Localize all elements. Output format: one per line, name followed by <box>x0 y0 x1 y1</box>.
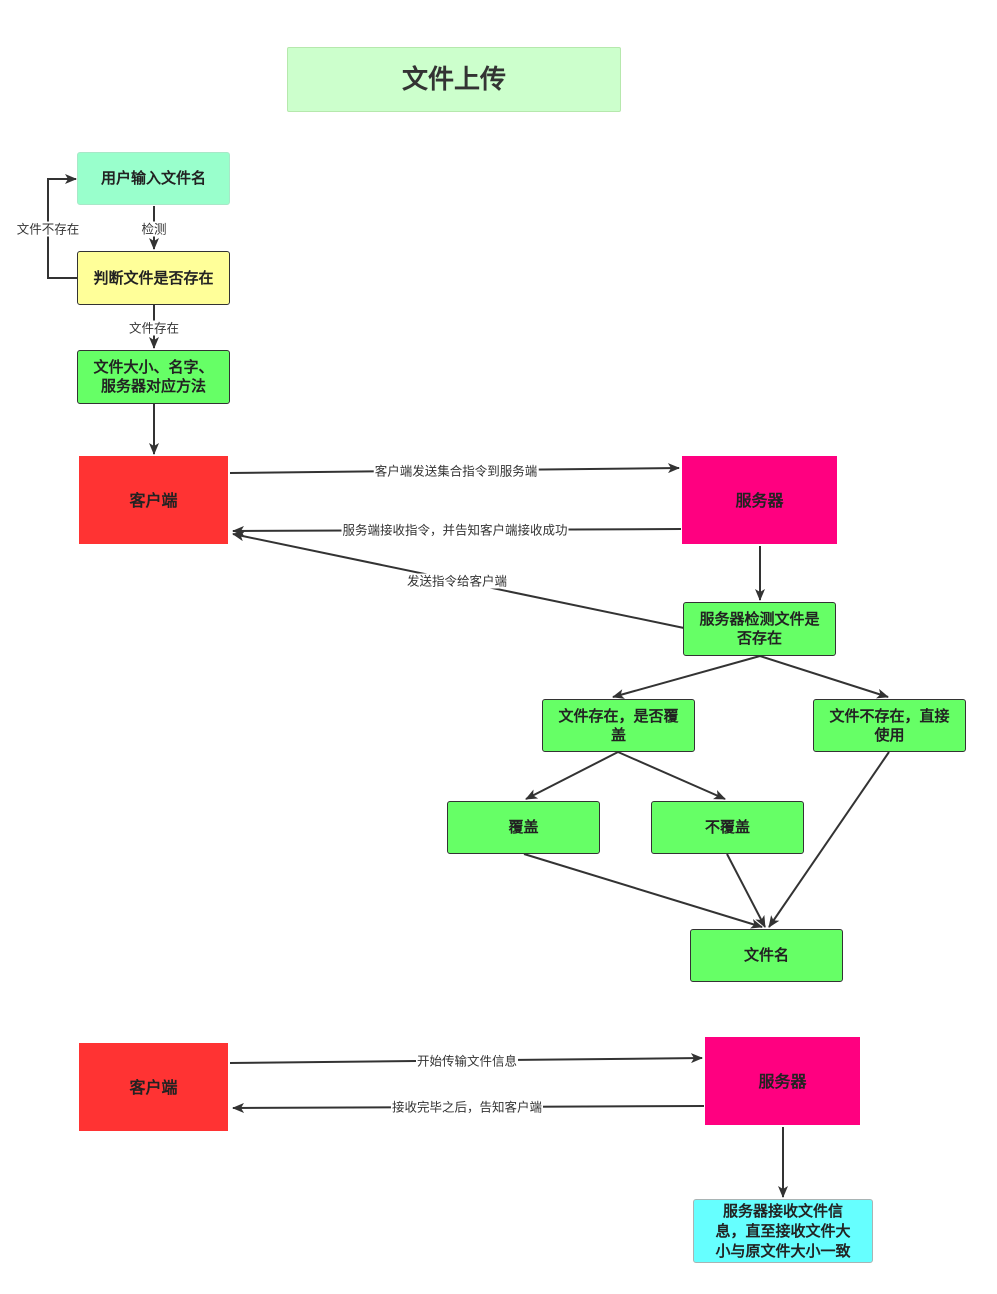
edge-nooverwrite-to-filename <box>726 853 766 928</box>
node-file-info: 文件大小、名字、 服务器对应方法 <box>77 350 230 404</box>
node-overwrite-text: 覆盖 <box>508 818 539 836</box>
node-judge-exists: 判断文件是否存在 <box>77 251 230 305</box>
edge-check-to-exists <box>612 655 761 699</box>
edge-label-start-transfer: 开始传输文件信息 <box>415 1053 519 1069</box>
node-client-2: 客户端 <box>79 1043 228 1131</box>
node-user-input: 用户输入文件名 <box>77 152 230 205</box>
edge-label-file-exists: 文件存在 <box>127 320 181 336</box>
edge-check-to-notexists <box>759 655 889 699</box>
edge-exists-to-overwrite <box>525 751 619 800</box>
node-no-overwrite-text: 不覆盖 <box>704 818 750 836</box>
edge-label-server-ack: 服务端接收指令，并告知客户端接收成功 <box>341 522 569 538</box>
edge-label-client-send-cmd: 客户端发送集合指令到服务端 <box>373 463 539 479</box>
node-file-info-text: 文件大小、名字、 服务器对应方法 <box>93 358 214 395</box>
node-client-1: 客户端 <box>79 456 228 544</box>
edge-overwrite-to-filename <box>523 853 763 929</box>
node-server-1-text: 服务器 <box>735 490 784 510</box>
diagram-title: 文件上传 <box>287 47 621 112</box>
node-client-2-text: 客户端 <box>129 1077 178 1097</box>
diagram-title-text: 文件上传 <box>401 64 506 95</box>
node-overwrite: 覆盖 <box>447 801 600 854</box>
node-server-check: 服务器检测文件是 否存在 <box>683 602 836 656</box>
node-server-2: 服务器 <box>705 1037 860 1125</box>
node-judge-exists-text: 判断文件是否存在 <box>93 268 214 287</box>
node-server-receive: 服务器接收文件信 息，直至接收文件大 小与原文件大小一致 <box>693 1199 873 1263</box>
edge-exists-to-nooverwrite <box>617 751 726 800</box>
edge-label-done-notify: 接收完毕之后，告知客户端 <box>390 1099 544 1115</box>
node-user-input-text: 用户输入文件名 <box>100 169 206 187</box>
node-filename: 文件名 <box>690 929 843 982</box>
node-no-overwrite: 不覆盖 <box>651 801 804 854</box>
node-server-receive-text: 服务器接收文件信 息，直至接收文件大 小与原文件大小一致 <box>715 1202 851 1260</box>
node-exists-overwrite: 文件存在，是否覆 盖 <box>542 699 695 752</box>
node-not-exists-use-text: 文件不存在，直接 使用 <box>829 706 950 744</box>
node-exists-overwrite-text: 文件存在，是否覆 盖 <box>558 706 679 744</box>
edge-label-send-cmd-client: 发送指令给客户端 <box>405 573 509 589</box>
edge-label-not-exist: 文件不存在 <box>15 221 81 237</box>
node-server-1: 服务器 <box>682 456 837 544</box>
node-client-1-text: 客户端 <box>129 490 178 510</box>
edge-label-detect: 检测 <box>140 221 168 237</box>
node-not-exists-use: 文件不存在，直接 使用 <box>813 699 966 752</box>
node-filename-text: 文件名 <box>743 946 789 964</box>
node-server-check-text: 服务器检测文件是 否存在 <box>699 610 820 647</box>
node-server-2-text: 服务器 <box>758 1071 807 1091</box>
edge-notexists-to-filename <box>768 751 890 928</box>
